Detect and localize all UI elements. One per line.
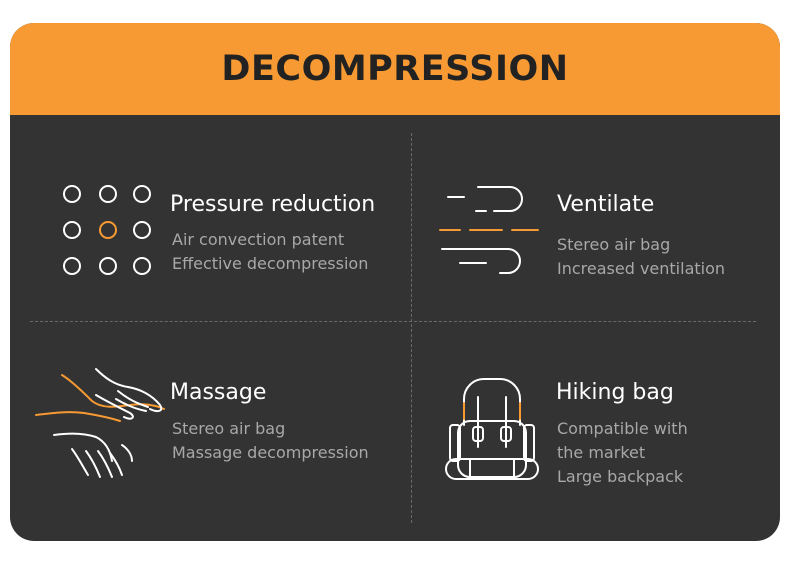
backpack-icon — [445, 378, 539, 480]
description-line: Stereo air bag — [172, 419, 286, 438]
feature-title: Pressure reduction — [170, 192, 376, 217]
dot-grid-icon — [63, 185, 151, 275]
feature-title: Ventilate — [557, 192, 655, 217]
description-line: Stereo air bag — [557, 235, 671, 254]
page-title: DECOMPRESSION — [221, 49, 569, 89]
description-line: Compatible with — [557, 419, 688, 438]
feature-title: Massage — [170, 380, 267, 405]
description-line: Massage decompression — [172, 443, 369, 462]
description-line: Air convection patent — [172, 230, 345, 249]
airflow-icon — [439, 186, 539, 274]
description-line: the market — [557, 443, 646, 462]
hands-massage-icon — [35, 368, 165, 478]
decompression-card: DECOMPRESSION Pressure reduction Air con… — [10, 23, 780, 541]
description-line: Increased ventilation — [557, 259, 726, 278]
feature-description: Stereo air bag Massage decompression — [172, 417, 369, 465]
feature-description: Compatible with the market Large backpac… — [557, 417, 688, 489]
header-banner: DECOMPRESSION — [10, 23, 780, 115]
feature-title: Hiking bag — [556, 380, 674, 405]
description-line: Large backpack — [557, 467, 684, 486]
description-line: Effective decompression — [172, 254, 369, 273]
horizontal-divider — [30, 321, 756, 322]
vertical-divider — [411, 133, 412, 523]
feature-description: Stereo air bag Increased ventilation — [557, 233, 725, 281]
feature-description: Air convection patent Effective decompre… — [172, 228, 368, 276]
